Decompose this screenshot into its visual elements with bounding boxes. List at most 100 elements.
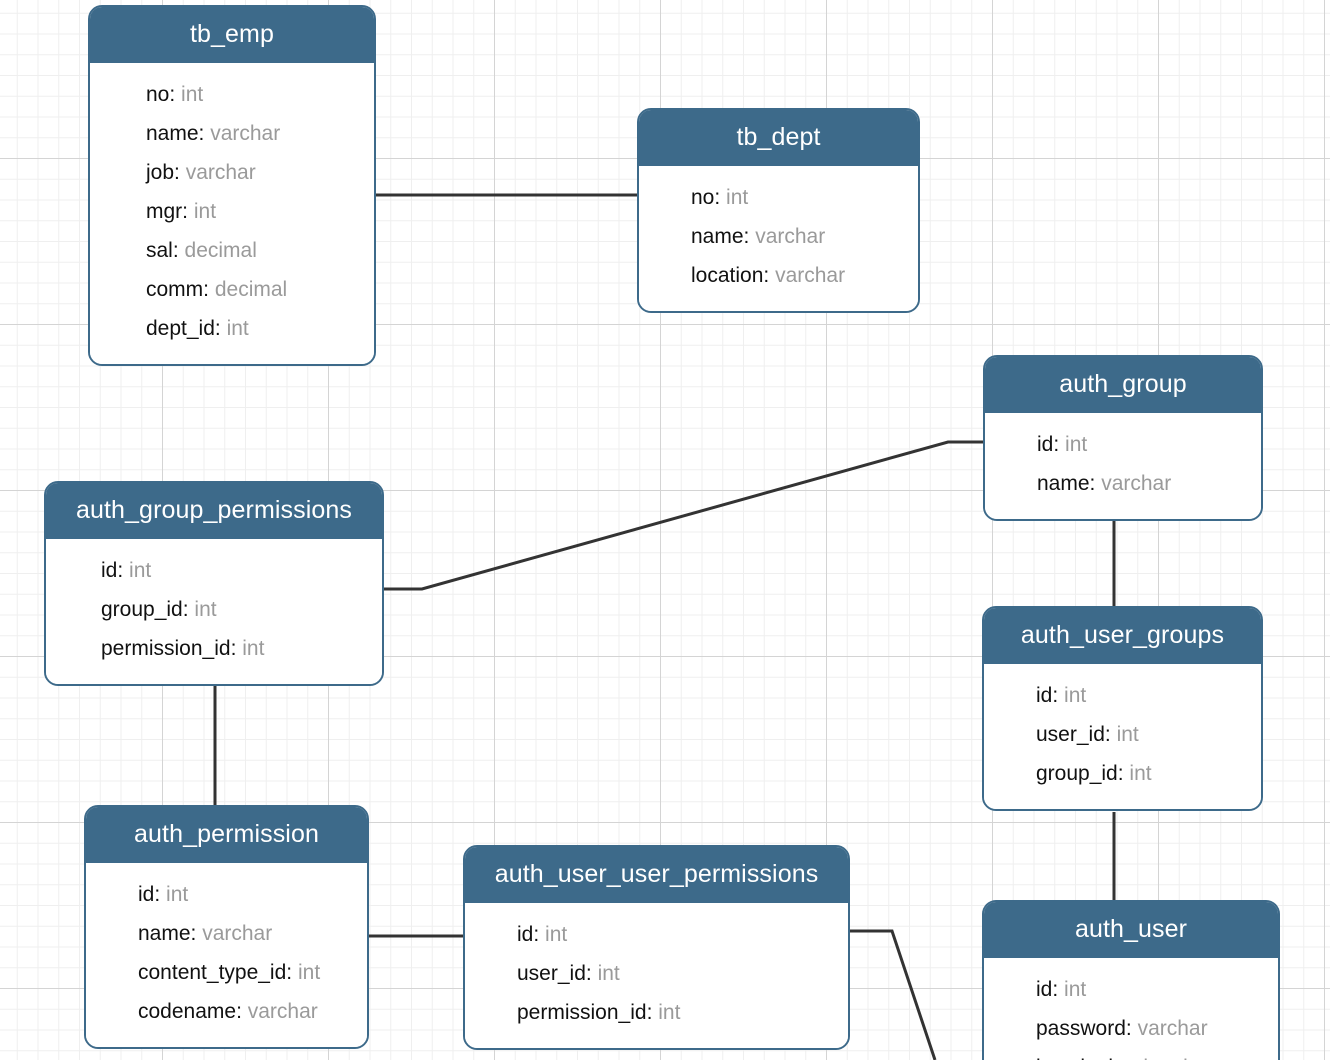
field-name: job	[146, 161, 175, 184]
field-separator: :	[286, 961, 298, 984]
entity-title-auth_permission: auth_permission	[86, 807, 367, 863]
field-row[interactable]: mgr: int	[90, 192, 374, 231]
field-name: location	[691, 264, 764, 287]
field-separator: :	[230, 637, 243, 660]
field-name: group_id	[1036, 762, 1118, 785]
field-type: int	[194, 598, 217, 621]
entity-title-tb_emp: tb_emp	[90, 7, 374, 63]
entity-title-tb_dept: tb_dept	[639, 110, 918, 166]
field-separator: :	[1125, 1056, 1137, 1060]
field-separator: :	[743, 225, 756, 248]
field-separator: :	[172, 239, 185, 262]
field-name: content_type_id	[138, 961, 287, 984]
field-separator: :	[585, 962, 598, 985]
field-row[interactable]: id: int	[46, 551, 382, 590]
field-row[interactable]: sal: decimal	[90, 231, 374, 270]
field-type: varchar	[210, 122, 281, 145]
field-row[interactable]: name: varchar	[985, 464, 1261, 503]
field-row[interactable]: user_id: int	[984, 715, 1261, 754]
field-name: password	[1036, 1017, 1126, 1040]
field-name: user_id	[1036, 723, 1105, 746]
field-row[interactable]: password: varchar	[984, 1009, 1278, 1048]
field-type: int	[726, 186, 749, 209]
field-type: int	[297, 961, 321, 984]
field-type: decimal	[214, 278, 288, 301]
field-row[interactable]: name: varchar	[639, 217, 918, 256]
field-type: varchar	[185, 161, 256, 184]
field-type: int	[1064, 978, 1087, 1001]
field-separator: :	[190, 922, 203, 945]
field-name: dept_id	[146, 317, 215, 340]
field-name: no	[146, 83, 170, 106]
field-separator: :	[763, 264, 776, 287]
field-type: int	[181, 83, 204, 106]
field-row[interactable]: job: varchar	[90, 153, 374, 192]
field-row[interactable]: name: varchar	[86, 914, 367, 953]
field-row[interactable]: permission_id: int	[465, 993, 848, 1032]
field-name: name	[146, 122, 199, 145]
field-row[interactable]: user_id: int	[465, 954, 848, 993]
field-separator: :	[214, 317, 227, 340]
entity-title-auth_user_user_permissions: auth_user_user_permissions	[465, 847, 848, 903]
field-type: datetime	[1136, 1056, 1217, 1060]
entity-title-auth_group_permissions: auth_group_permissions	[46, 483, 382, 539]
field-separator: :	[182, 598, 195, 621]
field-separator: :	[169, 83, 182, 106]
field-separator: :	[1104, 723, 1117, 746]
field-type: int	[129, 559, 152, 582]
field-name: permission_id	[517, 1001, 647, 1024]
field-type: varchar	[1101, 472, 1172, 495]
field-separator: :	[154, 883, 167, 906]
field-row[interactable]: id: int	[984, 970, 1278, 1009]
field-name: id	[1036, 978, 1053, 1001]
field-name: name	[691, 225, 744, 248]
field-row[interactable]: group_id: int	[984, 754, 1261, 793]
field-row[interactable]: dept_id: int	[90, 309, 374, 348]
field-separator: :	[1089, 472, 1102, 495]
relation-auth_group_permissions-to-auth_group[interactable]	[384, 440, 983, 591]
field-type: int	[193, 200, 217, 223]
field-row[interactable]: no: int	[90, 75, 374, 114]
field-row[interactable]: id: int	[465, 915, 848, 954]
field-type: int	[658, 1001, 681, 1024]
field-name: name	[1037, 472, 1090, 495]
field-type: int	[1064, 684, 1087, 707]
field-row[interactable]: no: int	[639, 178, 918, 217]
field-type: varchar	[775, 264, 846, 287]
field-type: int	[1129, 762, 1152, 785]
field-type: decimal	[184, 239, 257, 262]
field-row[interactable]: group_id: int	[46, 590, 382, 629]
field-row[interactable]: permission_id: int	[46, 629, 382, 668]
field-row[interactable]: last_login: datetime	[984, 1048, 1278, 1060]
field-name: comm	[146, 278, 204, 301]
field-row[interactable]: codename: varchar	[86, 992, 367, 1031]
field-row[interactable]: id: int	[984, 676, 1261, 715]
field-row[interactable]: name: varchar	[90, 114, 374, 153]
field-row[interactable]: id: int	[86, 875, 367, 914]
field-separator: :	[1052, 684, 1065, 707]
relation-auth_user_user_permissions-to-offscreen[interactable]	[850, 929, 937, 1060]
field-row[interactable]: comm: decimal	[90, 270, 374, 309]
field-row[interactable]: id: int	[985, 425, 1261, 464]
field-name: last_login	[1036, 1056, 1125, 1060]
field-row[interactable]: location: varchar	[639, 256, 918, 295]
field-name: id	[1036, 684, 1053, 707]
field-separator: :	[182, 200, 194, 223]
field-separator: :	[533, 923, 546, 946]
field-row[interactable]: content_type_id: int	[86, 953, 367, 992]
field-separator: :	[1053, 433, 1066, 456]
